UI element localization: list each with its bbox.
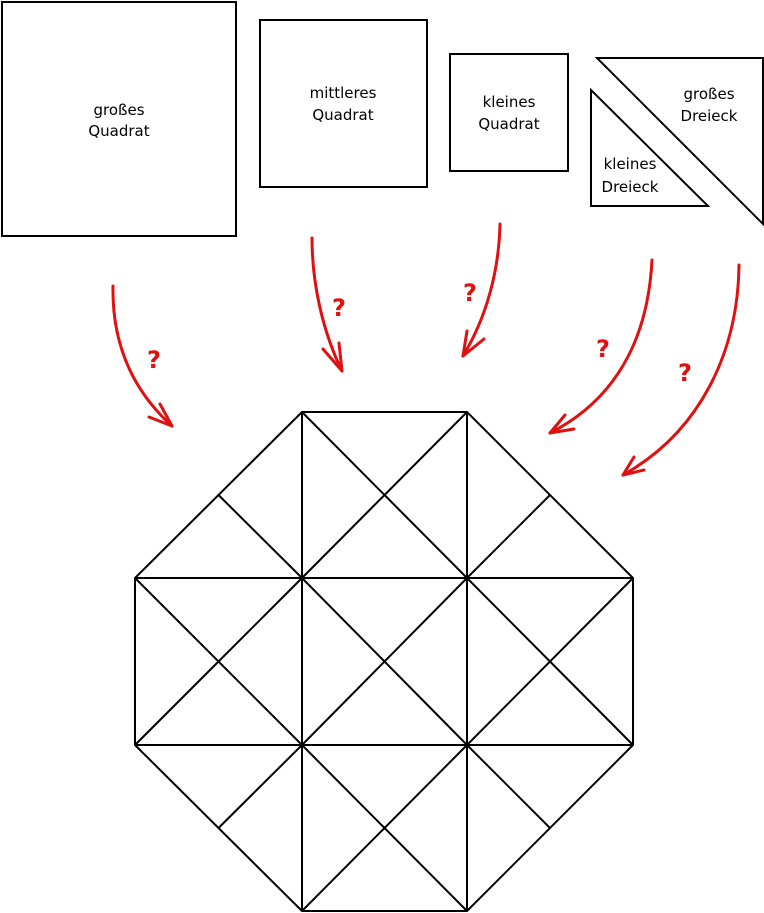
question-mark-5: ? bbox=[678, 359, 692, 387]
arrows bbox=[111, 222, 741, 477]
shape-labels: großes Quadrat mittleres Quadrat kleines… bbox=[88, 84, 737, 196]
large-square-label-line1: großes bbox=[93, 101, 144, 119]
question-marks: ? ? ? ? ? bbox=[147, 279, 692, 387]
small-square-label-line1: kleines bbox=[483, 93, 536, 111]
small-triangle-label-line1: kleines bbox=[604, 155, 657, 173]
corner-top-right-split bbox=[466, 494, 551, 579]
square-center-diagonal-b bbox=[301, 577, 468, 746]
arrow-large-square bbox=[111, 284, 174, 428]
octagon-figure bbox=[134, 411, 634, 912]
small-square-label-line2: Quadrat bbox=[478, 115, 539, 133]
large-triangle-shape bbox=[594, 57, 764, 227]
small-square-shape bbox=[449, 53, 569, 172]
source-pieces bbox=[1, 1, 764, 237]
corner-top-left-split bbox=[217, 494, 303, 579]
arrow-medium-square bbox=[310, 236, 344, 373]
square-bottom-diagonal-b bbox=[301, 744, 468, 912]
large-square-label-line2: Quadrat bbox=[88, 122, 149, 140]
question-mark-2: ? bbox=[332, 294, 346, 322]
medium-square-label-line1: mittleres bbox=[310, 84, 377, 102]
large-triangle-label-line2: Dreieck bbox=[681, 107, 738, 125]
question-mark-4: ? bbox=[596, 335, 610, 363]
question-mark-1: ? bbox=[147, 346, 161, 374]
square-top-diagonal-b bbox=[301, 411, 468, 579]
arrow-small-square bbox=[461, 222, 502, 358]
corner-bottom-left-split bbox=[217, 744, 303, 829]
small-triangle-label-line2: Dreieck bbox=[602, 178, 659, 196]
square-right-diagonal-b bbox=[466, 577, 634, 746]
small-triangle-shape bbox=[590, 87, 711, 207]
large-triangle-label-line1: großes bbox=[683, 85, 734, 103]
question-mark-3: ? bbox=[463, 279, 477, 307]
medium-square-shape bbox=[259, 19, 428, 188]
square-left-diagonal-b bbox=[134, 577, 303, 746]
arrow-large-triangle bbox=[621, 263, 741, 477]
corner-bottom-right-split bbox=[466, 744, 551, 829]
large-square-shape bbox=[1, 1, 237, 237]
arrow-small-triangle bbox=[548, 258, 654, 435]
medium-square-label-line2: Quadrat bbox=[312, 106, 373, 124]
